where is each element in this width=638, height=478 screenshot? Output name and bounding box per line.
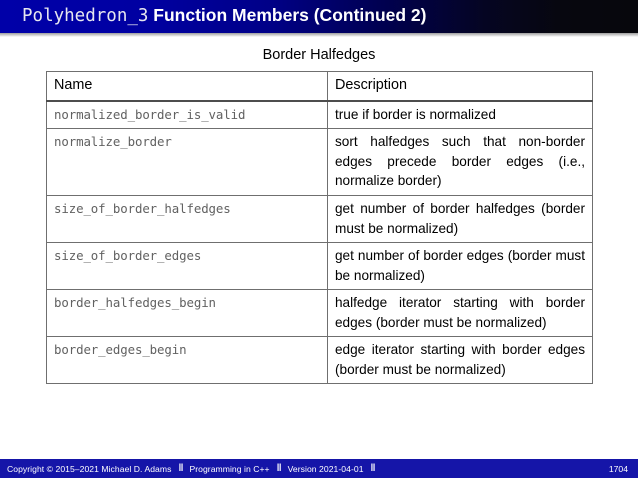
title-bar-shadow bbox=[0, 33, 638, 37]
footer-copyright: Copyright © 2015–2021 Michael D. Adams bbox=[7, 463, 172, 474]
member-name: size_of_border_halfedges bbox=[46, 194, 328, 244]
table-body: normalized_border_is_valid true if borde… bbox=[46, 100, 593, 385]
footer-page-number: 1704 bbox=[608, 463, 628, 474]
table-head: Name Description bbox=[46, 70, 593, 102]
member-name: size_of_border_edges bbox=[46, 242, 328, 291]
member-description: halfedge iterator starting with border e… bbox=[327, 289, 593, 338]
column-header-description: Description bbox=[327, 70, 593, 102]
slide-title: Polyhedron_3 Function Members (Continued… bbox=[0, 7, 427, 26]
member-name: normalize_border bbox=[46, 128, 328, 196]
table-row: border_halfedges_begin halfedge iterator… bbox=[46, 289, 593, 338]
member-description: true if border is normalized bbox=[327, 100, 593, 130]
member-description: get number of border halfedges (border m… bbox=[327, 194, 593, 244]
footer-version: Version 2021-04-01 bbox=[287, 463, 364, 474]
member-description: edge iterator starting with border edges… bbox=[327, 336, 593, 385]
column-header-name: Name bbox=[46, 70, 328, 102]
table-row: size_of_border_edges get number of borde… bbox=[46, 242, 593, 291]
slide-title-bar: Polyhedron_3 Function Members (Continued… bbox=[0, 0, 638, 33]
slide-title-code: Polyhedron_3 bbox=[22, 6, 149, 27]
member-name: border_edges_begin bbox=[46, 336, 328, 385]
table-row: normalized_border_is_valid true if borde… bbox=[46, 100, 593, 130]
member-description: sort halfedges such that non-border edge… bbox=[327, 128, 593, 196]
table-header-row: Name Description bbox=[46, 70, 593, 102]
footer-separator-icon: ‖ bbox=[178, 463, 183, 474]
member-name: normalized_border_is_valid bbox=[46, 100, 328, 130]
table-row: border_edges_begin edge iterator startin… bbox=[46, 336, 593, 385]
footer-left-group: Copyright © 2015–2021 Michael D. Adams ‖… bbox=[0, 463, 382, 474]
footer-separator-icon: ‖ bbox=[370, 463, 376, 474]
member-name: border_halfedges_begin bbox=[46, 289, 328, 338]
table-row: normalize_border sort halfedges such tha… bbox=[46, 128, 593, 196]
member-description: get number of border edges (border must … bbox=[327, 242, 593, 291]
footer-course: Programming in C++ bbox=[189, 463, 270, 474]
slide-footer-bar: Copyright © 2015–2021 Michael D. Adams ‖… bbox=[0, 459, 638, 478]
table-row: size_of_border_halfedges get number of b… bbox=[46, 194, 593, 244]
footer-separator-icon: ‖ bbox=[276, 463, 282, 474]
table-caption: Border Halfedges bbox=[262, 47, 376, 63]
function-members-table: Name Description normalized_border_is_va… bbox=[46, 70, 593, 385]
slide-title-text: Function Members (Continued 2) bbox=[148, 5, 427, 26]
